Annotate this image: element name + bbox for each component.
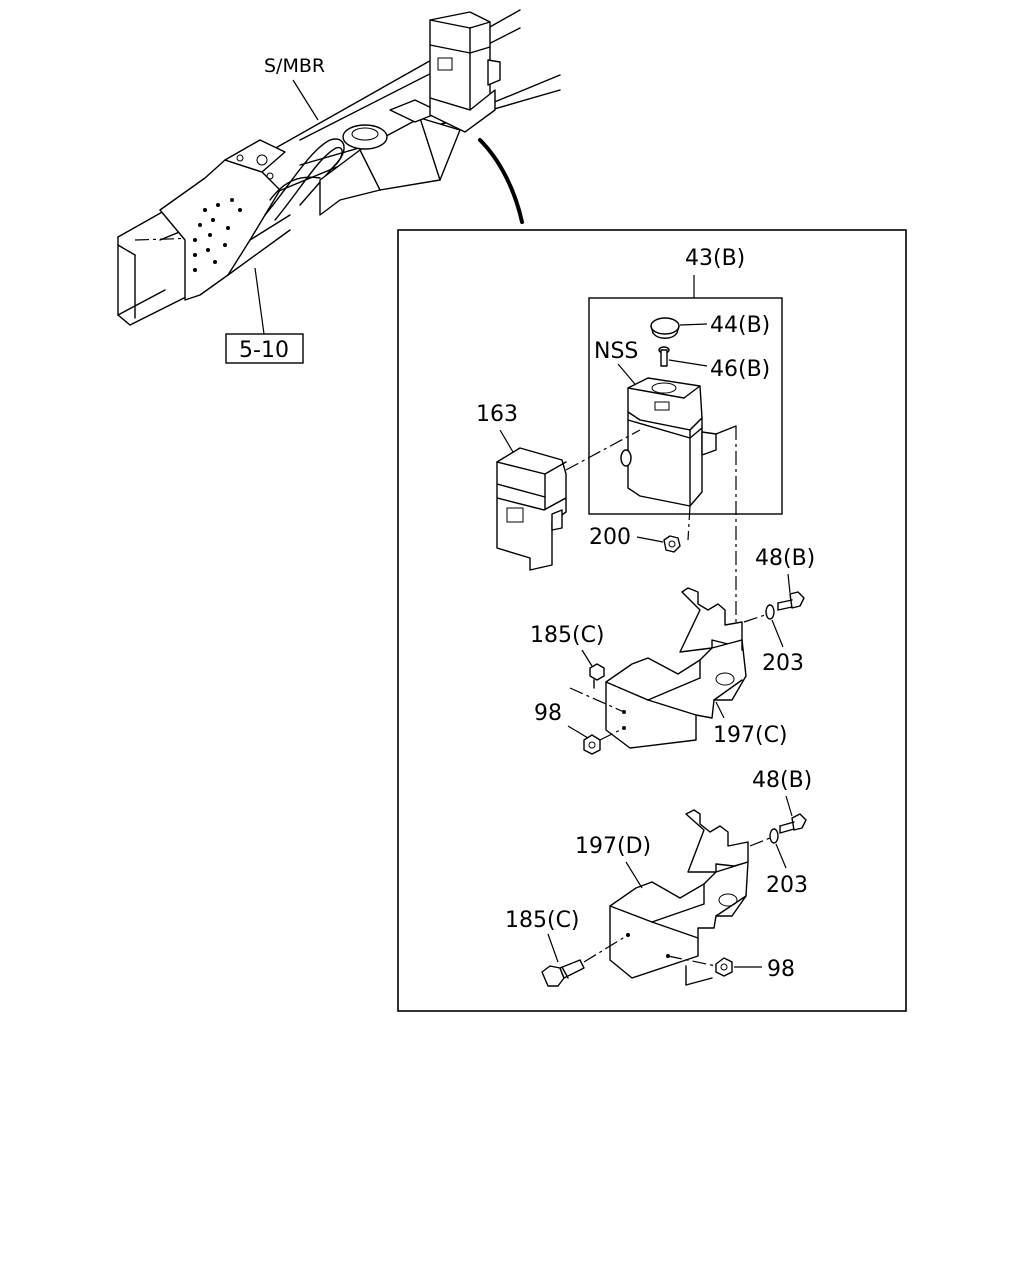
nut-98-lower-label: 98 bbox=[767, 957, 795, 982]
tank-cover bbox=[496, 447, 567, 571]
detail-border bbox=[397, 229, 907, 1012]
assembly-box bbox=[588, 297, 783, 515]
chassis-overview: S/MBR 5-10 bbox=[117, 9, 561, 364]
bracket-d-label: 197(D) bbox=[575, 834, 651, 859]
tank-silhouette bbox=[429, 11, 501, 133]
washer-203-upper-label: 203 bbox=[762, 651, 804, 676]
nut-98-upper bbox=[583, 734, 601, 755]
fitting-part bbox=[658, 346, 670, 367]
hose-loop bbox=[264, 138, 345, 221]
fitting-label: 46(B) bbox=[710, 357, 770, 382]
reservoir-cap bbox=[650, 317, 680, 339]
nut-98-lower bbox=[715, 957, 733, 977]
washer-203-lower bbox=[769, 828, 779, 844]
nut-98-upper-label: 98 bbox=[534, 701, 562, 726]
bolt-48b-upper-label: 48(B) bbox=[755, 546, 815, 571]
bolt-185c-upper bbox=[589, 663, 605, 689]
washer-203-upper bbox=[765, 604, 775, 620]
cover-label: 163 bbox=[476, 402, 518, 427]
reference-box-label: 5-10 bbox=[239, 338, 289, 363]
bolt-185c-lower bbox=[541, 959, 585, 987]
callout-arrow bbox=[478, 138, 524, 224]
washer-203-lower-label: 203 bbox=[766, 873, 808, 898]
reservoir-tank bbox=[620, 377, 717, 507]
side-member-label: S/MBR bbox=[264, 55, 325, 77]
bolt-48b-upper bbox=[777, 591, 805, 611]
assembly-label: 43(B) bbox=[685, 246, 745, 271]
bracket-c bbox=[605, 587, 747, 749]
cap-label: 44(B) bbox=[710, 313, 770, 338]
bolt-185c-upper-label-text: 185(C) bbox=[530, 623, 605, 648]
bracket-d bbox=[609, 809, 749, 979]
nut-200-label: 200 bbox=[589, 525, 631, 550]
nut-200 bbox=[663, 535, 681, 553]
bolt-185c-lower-label: 185(C) bbox=[505, 908, 580, 933]
bolt-48b-lower bbox=[779, 813, 807, 834]
reference-box: 5-10 bbox=[225, 267, 304, 364]
nss-label: NSS bbox=[594, 339, 638, 364]
detail-panel: 43(B) 44(B) 46(B) NSS bbox=[397, 229, 907, 1012]
bolt-48b-lower-label: 48(B) bbox=[752, 768, 812, 793]
bracket-c-label: 197(C) bbox=[713, 723, 788, 748]
mount-plate bbox=[159, 139, 291, 301]
frame-bracket bbox=[319, 99, 461, 216]
